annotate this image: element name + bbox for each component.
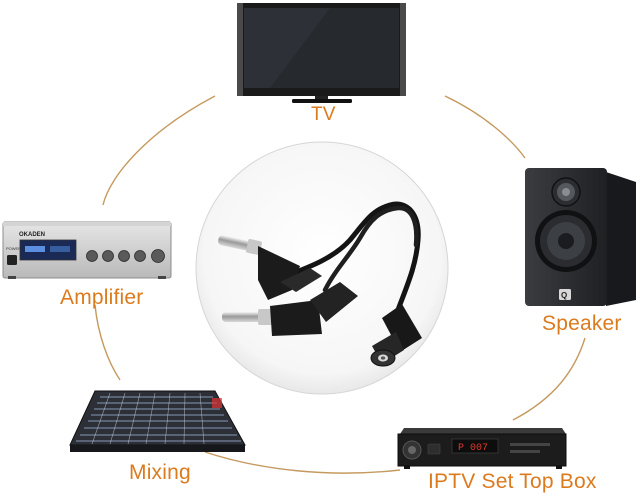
set-top-box-image: P 007 [397,428,567,469]
amplifier-image: OKADEN POWER [2,221,172,279]
amplifier-brand-text: OKADEN [19,232,45,238]
plug-2 [222,282,358,336]
set-top-box-display-text: P 007 [458,443,488,454]
female-jack [370,304,422,367]
center-cable-image [195,141,449,395]
tv-image [237,3,406,103]
ring-arcs [94,95,586,474]
plug-1 [218,235,322,300]
speaker-label: Speaker [542,312,622,335]
speaker-image: Q [525,168,636,306]
arc-tv-amplifier [102,95,216,206]
arc-speaker-iptv [512,337,586,421]
arc-amplifier-mixing [94,304,121,381]
arc-tv-speaker [444,95,526,159]
mixing-console-image [69,390,246,452]
tv-label: TV [311,104,336,125]
arc-mixing-iptv [204,451,401,474]
amplifier-label: Amplifier [60,286,144,309]
mixing-label: Mixing [129,461,191,484]
iptv-set-top-box-label: IPTV Set Top Box [428,470,597,493]
speaker-brand-text: Q [561,291,567,300]
amplifier-power-text: POWER [6,246,21,251]
